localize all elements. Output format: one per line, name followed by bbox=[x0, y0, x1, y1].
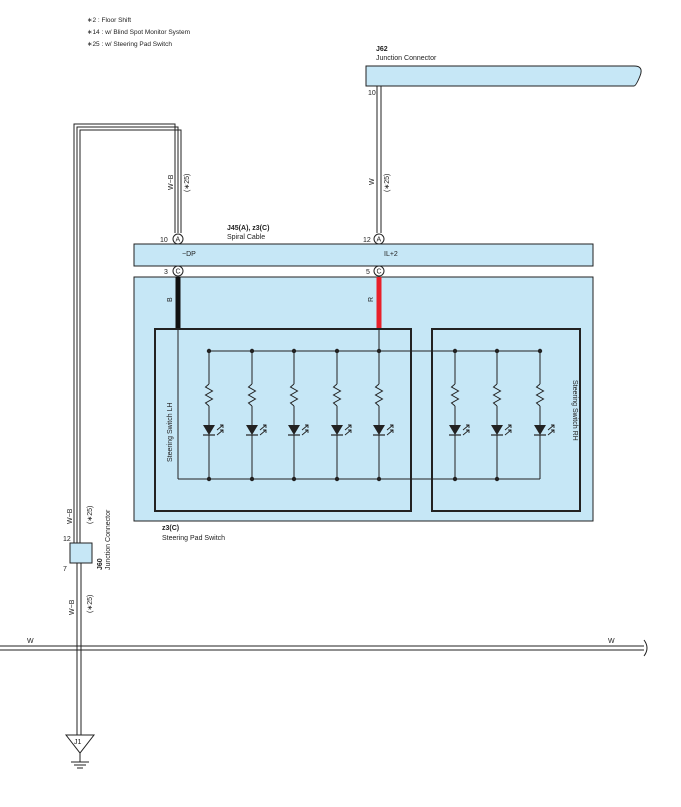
spiral-right-bottom-pin-circle bbox=[373, 265, 385, 277]
spiral-right-bottom-letter: C bbox=[377, 269, 382, 276]
spiral-left-bottom-pin-circle bbox=[172, 265, 184, 277]
internal-circuit bbox=[177, 329, 555, 482]
spiral-right-top-letter: A bbox=[377, 237, 382, 244]
wire-left-note: (∗25) bbox=[184, 174, 191, 192]
switch-branch bbox=[203, 348, 224, 482]
note-floor-shift: ∗2 : Floor Shift bbox=[87, 17, 131, 24]
note-steering-pad: ∗25 : w/ Steering Pad Switch bbox=[87, 41, 172, 48]
j60-bottom-pin: 7 bbox=[63, 566, 67, 573]
led bbox=[203, 425, 215, 435]
wire-red-label: R bbox=[368, 297, 375, 302]
spiral-left-top-letter: A bbox=[176, 237, 181, 244]
switch-branch bbox=[288, 348, 309, 482]
j60-connector[interactable]: 12 7 J60 Junction Connector W−B (∗25) bbox=[63, 506, 112, 573]
ground-triangle bbox=[64, 734, 96, 754]
j62-connector[interactable]: J62 Junction Connector 10 bbox=[365, 46, 642, 97]
wire-black-label: B bbox=[167, 297, 174, 302]
resistor bbox=[492, 383, 502, 407]
ground-symbol[interactable]: J1 bbox=[64, 734, 96, 769]
steering-pad-box[interactable] bbox=[133, 276, 594, 522]
switch-branch bbox=[534, 348, 555, 479]
j62-bar bbox=[365, 65, 642, 87]
note-blind-spot: ∗14 : w/ Blind Spot Monitor System bbox=[87, 29, 190, 36]
led bbox=[373, 425, 385, 435]
resistor bbox=[450, 383, 460, 407]
wire-j60-to-ground: W−B (∗25) bbox=[69, 563, 94, 740]
resistor bbox=[535, 383, 545, 407]
switch-lh-box[interactable] bbox=[154, 328, 412, 512]
switch-rh-box[interactable] bbox=[431, 328, 581, 512]
j62-name: Junction Connector bbox=[376, 55, 437, 62]
resistor bbox=[289, 383, 299, 407]
resistor bbox=[332, 383, 342, 407]
spiral-left-top-pin: 10 bbox=[160, 237, 168, 244]
spiral-left-bottom-pin: 3 bbox=[164, 269, 168, 276]
j62-pin: 10 bbox=[368, 90, 376, 97]
w-bus-left-label: W bbox=[27, 638, 34, 645]
j60-top-pin: 12 bbox=[63, 536, 71, 543]
j60-code: J60 bbox=[97, 558, 104, 570]
switch-lh-label: Steering Switch LH bbox=[167, 402, 174, 462]
spiral-right-top-pin: 12 bbox=[363, 237, 371, 244]
pad-name: Steering Pad Switch bbox=[162, 535, 225, 542]
colored-wires: B R bbox=[167, 277, 382, 329]
j60-top-note: (∗25) bbox=[87, 506, 94, 524]
j60-bottom-wire: W−B bbox=[69, 599, 76, 615]
w-bus: W W bbox=[0, 638, 648, 657]
spiral-left-bottom-letter: C bbox=[176, 269, 181, 276]
spiral-right-bottom-pin: 5 bbox=[366, 269, 370, 276]
resistor bbox=[247, 383, 257, 407]
switch-rh-label: Steering Switch RH bbox=[571, 380, 578, 441]
spiral-left-top-pin-circle bbox=[172, 233, 184, 245]
switch-branch bbox=[331, 348, 352, 482]
switch-branch bbox=[449, 348, 470, 482]
led bbox=[534, 425, 546, 435]
resistor bbox=[374, 383, 384, 407]
j60-bottom-note: (∗25) bbox=[87, 595, 94, 613]
spiral-left-signal: −DP bbox=[182, 251, 196, 258]
j60-box bbox=[69, 542, 93, 564]
w-bus-right-label: W bbox=[608, 638, 615, 645]
led bbox=[246, 425, 258, 435]
ground-label: J1 bbox=[74, 739, 82, 746]
switch-branch bbox=[246, 348, 267, 482]
wire-j62-note: (∗25) bbox=[384, 174, 391, 192]
switch-branch bbox=[373, 348, 394, 482]
wire-left-loop: W−B (∗25) bbox=[73, 123, 191, 543]
wire-j62-color: W bbox=[369, 178, 376, 185]
j62-code: J62 bbox=[376, 46, 388, 53]
spiral-code: J45(A), z3(C) bbox=[227, 225, 269, 232]
wire-black bbox=[175, 277, 181, 329]
led bbox=[288, 425, 300, 435]
notes-block: ∗2 : Floor Shift ∗14 : w/ Blind Spot Mon… bbox=[87, 17, 190, 48]
led bbox=[331, 425, 343, 435]
switch-branch bbox=[491, 348, 512, 482]
j60-top-wire: W−B bbox=[67, 508, 74, 524]
wire-j62-to-spiral: W (∗25) bbox=[369, 86, 391, 233]
j60-name: Junction Connector bbox=[105, 509, 112, 570]
spiral-box bbox=[133, 243, 594, 267]
wire-red bbox=[376, 277, 382, 329]
resistor bbox=[204, 383, 214, 407]
spiral-right-signal: IL+2 bbox=[384, 251, 398, 258]
led bbox=[491, 425, 503, 435]
spiral-cable[interactable]: J45(A), z3(C) Spiral Cable 10 A 12 A −DP… bbox=[133, 225, 594, 277]
spiral-right-top-pin-circle bbox=[373, 233, 385, 245]
pad-code: z3(C) bbox=[162, 525, 179, 532]
wire-left-color: W−B bbox=[168, 174, 175, 190]
spiral-name: Spiral Cable bbox=[227, 234, 265, 241]
led bbox=[449, 425, 461, 435]
